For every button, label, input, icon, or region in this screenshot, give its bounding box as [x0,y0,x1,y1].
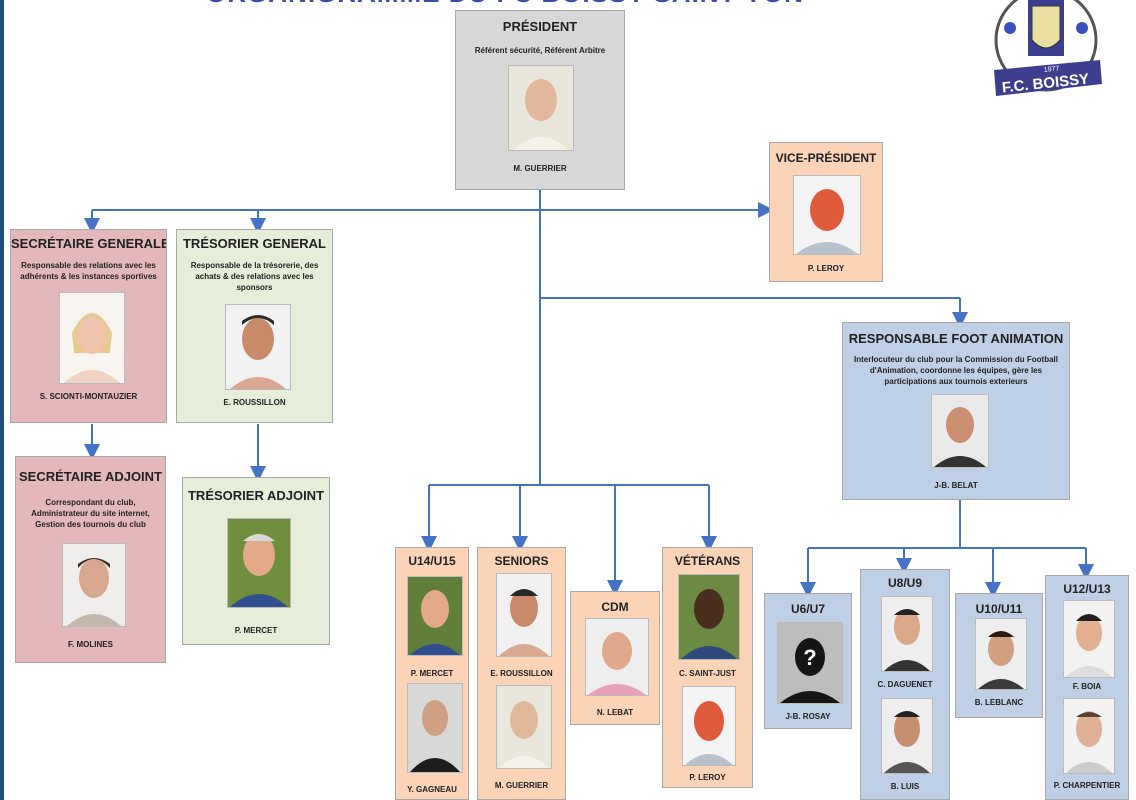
secretaire-adj-desc: Correspondant du club, Administrateur du… [31,498,150,529]
u10-name: B. LEBLANC [974,698,1024,707]
u10-title: U10/U11 [975,602,1023,616]
cdm-photo [585,618,649,696]
secretaire-name: S. SCIONTI-MONTAUZIER [39,392,138,401]
seniors-name-1: E. ROUSSILLON [490,669,553,678]
vice-president-box: VICE-PRÉSIDENT P. LEROY [769,142,883,282]
secretaire-photo [59,292,125,384]
seniors-photo-1 [496,573,552,657]
secretaire-adjoint-box: SECRÉTAIRE ADJOINT Correspondant du club… [15,456,166,663]
secretaire-adj-photo [62,543,126,627]
seniors-name-2: M. GUERRIER [494,781,549,790]
tresorier-adjoint-box: TRÉSORIER ADJOINT P. MERCET [182,477,330,645]
tresorier-photo [225,304,291,390]
secretaire-adj-name: F. MOLINES [68,640,113,649]
u14-name-1: P. MERCET [410,669,454,678]
u8-u9-box: U8/U9 C. DAGUENET B. LUIS [860,569,950,800]
foot-animation-desc: Interlocuteur du club pour la Commission… [853,355,1058,386]
tresorier-name: E. ROUSSILLON [223,398,286,407]
cdm-name: N. LEBAT [596,708,634,717]
u14-photo-1 [407,576,463,656]
tresorier-general-box: TRÉSORIER GENERAL Responsable de la trés… [176,229,333,423]
u14-name-2: Y. GAGNEAU [407,785,457,794]
seniors-box: SENIORS E. ROUSSILLON M. GUERRIER [477,547,566,800]
secretaire-desc: Responsable des relations avec les adhér… [20,261,157,281]
tresorier-adj-photo [227,518,291,608]
foot-animation-box: RESPONSABLE FOOT ANIMATION Interlocuteur… [842,322,1070,500]
vice-president-name: P. LEROY [807,264,845,273]
u14-u15-box: U14/U15 P. MERCET Y. GAGNEAU [395,547,469,800]
u6-photo-unknown: ? [777,622,843,704]
president-box: PRÉSIDENT Référent sécurité, Référent Ar… [455,10,625,190]
veterans-box: VÉTÉRANS C. SAINT-JUST P. LEROY [662,547,753,788]
foot-animation-name: J-B. BELAT [934,481,978,490]
president-title: PRÉSIDENT [502,19,578,34]
u8-name-2: B. LUIS [890,782,920,791]
tresorier-adj-title: TRÉSORIER ADJOINT [187,488,325,503]
secretaire-title: SECRÉTAIRE GENERALE [11,236,167,251]
u8-name-1: C. DAGUENET [877,680,933,689]
u8-title: U8/U9 [887,576,922,590]
president-desc: Référent sécurité, Référent Arbitre [474,46,606,55]
u6-title: U6/U7 [790,602,825,616]
cdm-title: CDM [601,600,629,614]
u8-photo-1 [881,596,933,672]
cdm-box: CDM N. LEBAT [570,591,660,725]
u12-u13-box: U12/U13 F. BOIA P. CHARPENTIER [1045,575,1129,800]
veterans-photo-2 [682,686,736,766]
club-logo: 1977 F.C. BOISSY [988,0,1108,100]
u12-photo-2 [1063,698,1115,774]
u14-photo-2 [407,683,463,773]
u6-u7-box: U6/U7 ? J-B. ROSAY [764,593,852,729]
seniors-photo-2 [496,685,552,769]
veterans-name-1: C. SAINT-JUST [679,669,736,678]
u6-name: J-B. ROSAY [785,712,831,721]
logo-year: 1977 [1043,65,1059,74]
u10-photo [975,618,1027,690]
foot-animation-photo [931,394,989,468]
page-title: ORGANIGRAMME DU FC BOISSY SAINT-YON [195,0,815,8]
u12-name-2: P. CHARPENTIER [1053,781,1121,790]
veterans-photo-1 [678,574,740,660]
tresorier-adj-name: P. MERCET [234,626,278,635]
u12-title: U12/U13 [1063,582,1111,596]
seniors-title: SENIORS [494,554,549,568]
secretaire-adj-title: SECRÉTAIRE ADJOINT [18,469,162,484]
veterans-title: VÉTÉRANS [674,554,741,568]
foot-animation-title: RESPONSABLE FOOT ANIMATION [848,331,1064,346]
tresorier-desc: Responsable de la trésorerie, des achats… [190,261,319,292]
u12-name-1: F. BOIA [1072,682,1102,691]
tresorier-title: TRÉSORIER GENERAL [182,236,326,251]
left-edge-bar [0,0,4,800]
vice-president-photo [793,175,861,255]
svg-text:?: ? [803,645,816,670]
president-name: M. GUERRIER [513,164,567,173]
u12-photo-1 [1063,600,1115,678]
u10-u11-box: U10/U11 B. LEBLANC [955,593,1043,718]
u8-photo-2 [881,698,933,774]
u14-title: U14/U15 [408,554,456,568]
president-photo [508,65,574,151]
vice-president-title: VICE-PRÉSIDENT [775,151,877,165]
secretaire-generale-box: SECRÉTAIRE GENERALE Responsable des rela… [10,229,167,423]
veterans-name-2: P. LEROY [689,773,726,782]
